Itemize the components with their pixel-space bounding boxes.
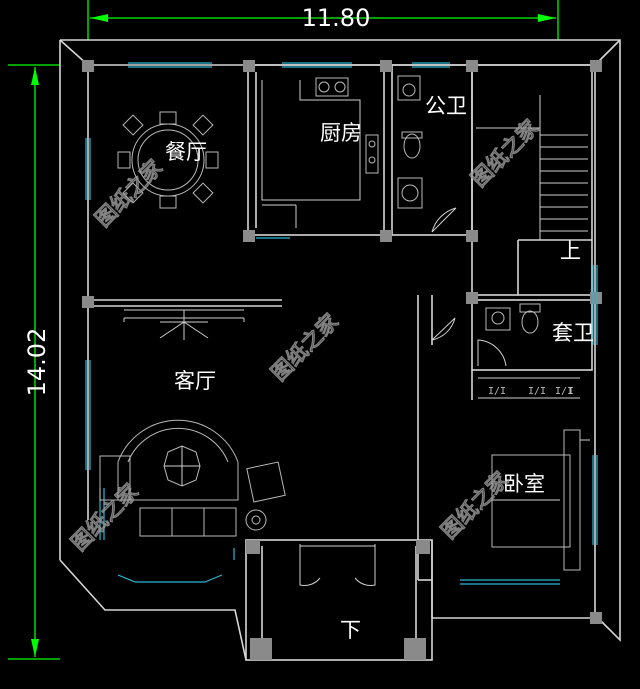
- kitchen-counter: [261, 77, 379, 228]
- watermark: 图纸之家: [267, 309, 343, 385]
- label-suite-bath: 套卫: [552, 321, 594, 345]
- label-dining: 餐厅: [165, 140, 207, 164]
- bed: [491, 429, 590, 571]
- windows: [85, 62, 598, 585]
- dining-table: [117, 111, 219, 209]
- watermark: 图纸之家: [467, 115, 543, 191]
- suite-bath-fixtures: [477, 303, 541, 367]
- dimension-width: 11.80: [87, 0, 559, 40]
- label-public-bath: 公卫: [425, 94, 467, 118]
- svg-text:I/I: I/I: [528, 386, 546, 397]
- label-kitchen: 厨房: [320, 121, 362, 145]
- stairs-up: [476, 95, 588, 240]
- label-stair-down: 下: [340, 618, 361, 642]
- label-bedroom: 卧室: [503, 472, 545, 496]
- svg-text:I: I: [568, 386, 574, 397]
- label-living: 客厅: [174, 369, 216, 393]
- columns: [82, 60, 602, 660]
- depth-label: 14.02: [23, 328, 51, 397]
- svg-text:I/I: I/I: [555, 386, 573, 397]
- wardrobe: I/I I/I I/I I: [488, 386, 574, 397]
- outer-walls: [59, 39, 621, 661]
- width-label: 11.80: [302, 4, 371, 32]
- tv-cabinet: [123, 309, 245, 340]
- svg-text:I/I: I/I: [488, 386, 506, 397]
- watermark: 图纸之家: [437, 467, 513, 543]
- watermark: 图纸之家: [67, 479, 143, 555]
- interior-walls: [88, 64, 593, 661]
- label-stair-up: 上: [560, 239, 581, 263]
- public-bath-fixtures: [397, 75, 457, 233]
- doors: [299, 317, 456, 586]
- dimension-depth: 14.02: [8, 64, 60, 660]
- sofa-set: [99, 419, 286, 537]
